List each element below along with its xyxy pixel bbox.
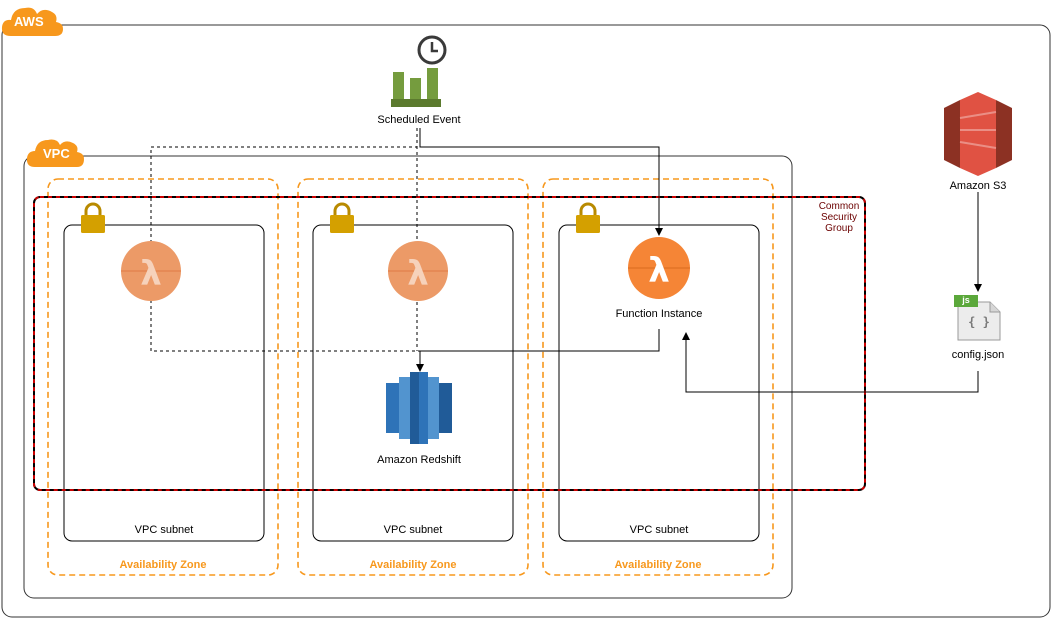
edge-function-to-redshift xyxy=(416,329,660,372)
json-file-icon xyxy=(954,295,1001,341)
lock-icon xyxy=(576,202,600,233)
cloudwatch-scheduled-event-icon xyxy=(391,35,447,107)
config-label: config.json xyxy=(951,349,1005,361)
vpc-subnet-1 xyxy=(63,224,265,542)
availability-zone-label-3: Availability Zone xyxy=(614,559,702,571)
security-group-label: Common Security Group xyxy=(818,201,860,234)
s3-icon xyxy=(944,92,1012,176)
edge-event-to-lambda-1 xyxy=(150,140,420,352)
lock-icon xyxy=(330,202,354,233)
subnet-label-1: VPC subnet xyxy=(134,524,194,536)
redshift-label: Amazon Redshift xyxy=(377,454,461,466)
availability-zone-1 xyxy=(47,178,279,576)
lambda-icon: λ xyxy=(121,241,181,301)
edge-config-to-function xyxy=(682,332,979,393)
function-instance-lambda-icon: λ xyxy=(628,237,690,299)
vpc-cloud-icon xyxy=(26,139,84,167)
scheduled-event-label: Scheduled Event xyxy=(377,114,461,126)
aws-cloud-icon xyxy=(1,7,63,36)
aws-label: AWS xyxy=(14,14,44,29)
subnet-label-3: VPC subnet xyxy=(629,524,689,536)
availability-zone-label-2: Availability Zone xyxy=(369,559,457,571)
availability-zone-label-1: Availability Zone xyxy=(119,559,207,571)
json-braces-glyph: { } xyxy=(968,315,990,329)
availability-zone-3 xyxy=(542,178,774,576)
lambda-icon: λ xyxy=(388,241,448,301)
vpc-boundary xyxy=(23,155,793,599)
json-badge-label: js xyxy=(962,295,970,305)
svg-text:λ: λ xyxy=(140,254,162,294)
s3-label: Amazon S3 xyxy=(949,180,1007,192)
svg-text:λ: λ xyxy=(407,254,429,294)
lock-icon xyxy=(81,202,105,233)
function-instance-label: Function Instance xyxy=(615,308,703,320)
availability-zone-2 xyxy=(297,178,529,576)
edge-event-to-function xyxy=(419,128,663,236)
subnet-label-2: VPC subnet xyxy=(383,524,443,536)
vpc-label: VPC xyxy=(43,146,70,161)
redshift-icon xyxy=(386,372,452,444)
svg-text:λ: λ xyxy=(648,251,670,291)
security-group-boundary xyxy=(33,196,866,491)
vpc-subnet-2 xyxy=(312,224,514,542)
aws-cloud-boundary xyxy=(1,24,1051,618)
